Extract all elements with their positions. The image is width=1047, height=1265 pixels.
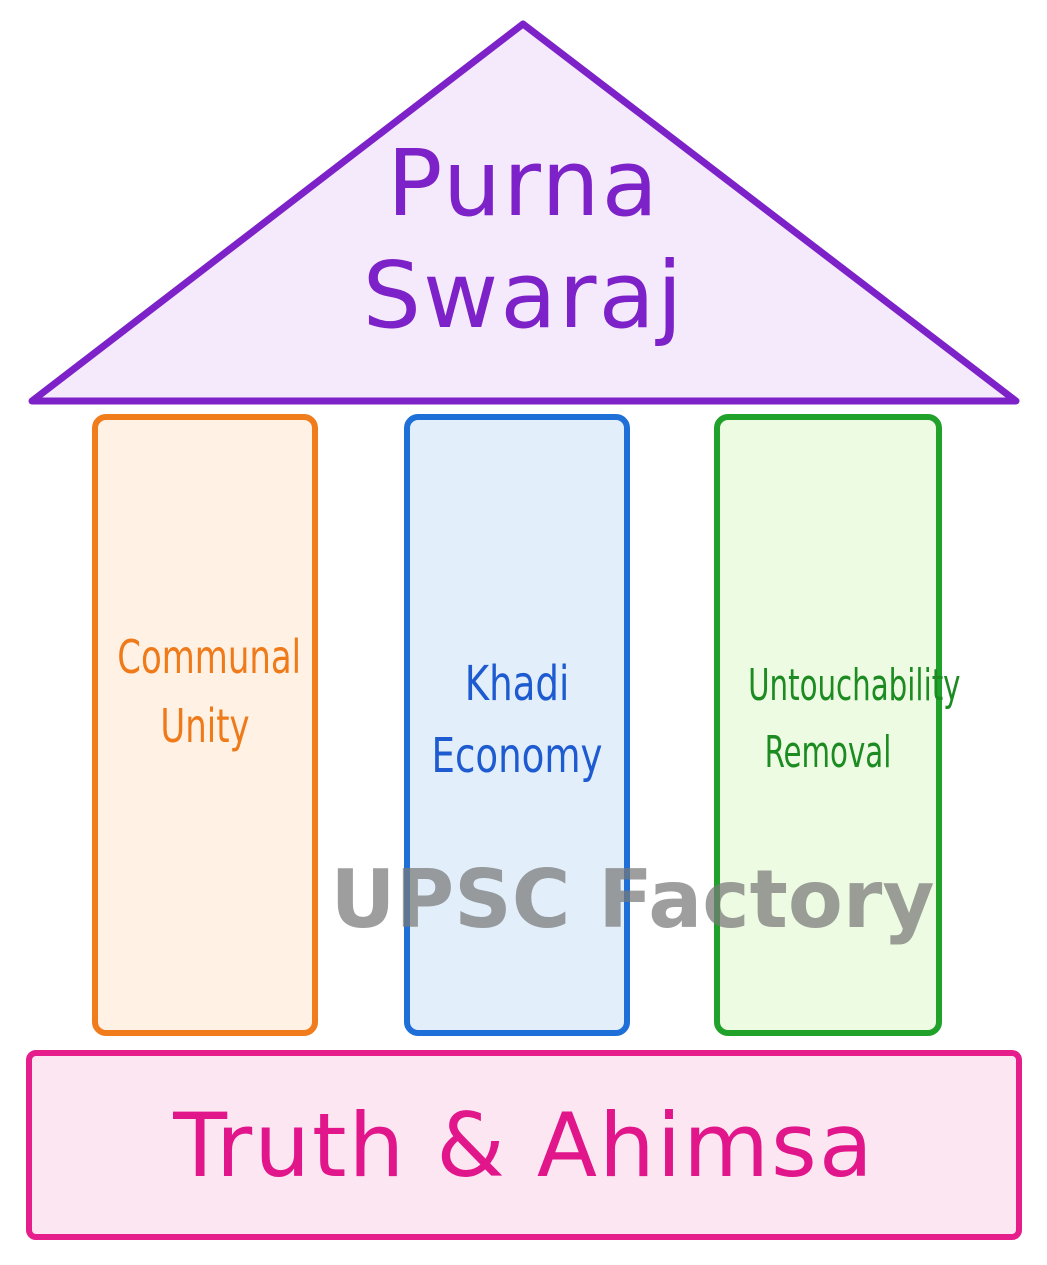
pillar-label-line1: Khadi xyxy=(464,656,570,712)
foundation-label: Truth & Ahimsa xyxy=(173,1094,875,1197)
roof-triangle xyxy=(28,20,1020,405)
pillar-khadi-economy: Khadi Economy xyxy=(404,414,630,1036)
roof-title-line1: Purna xyxy=(386,130,661,237)
watermark-text: UPSC Factory xyxy=(330,853,935,946)
pillar-label-line1: Untouchability xyxy=(748,660,961,711)
pillar-label: Khadi Economy xyxy=(425,656,609,785)
pillar-label-line2: Removal xyxy=(764,726,892,778)
pillar-untouchability-removal: Untouchability Removal xyxy=(714,414,961,1036)
pillar-label: Communal Unity xyxy=(117,630,302,754)
pillar-communal-unity: Communal Unity xyxy=(92,414,318,1036)
pillar-label-line2: Unity xyxy=(160,699,250,754)
pillar-label: Untouchability Removal xyxy=(748,660,961,780)
roof-title-line2: Swaraj xyxy=(362,242,685,349)
pillar-label-line2: Economy xyxy=(431,727,603,784)
pillar-label-line1: Communal xyxy=(117,630,302,684)
foundation-base: Truth & Ahimsa xyxy=(26,1050,1022,1240)
